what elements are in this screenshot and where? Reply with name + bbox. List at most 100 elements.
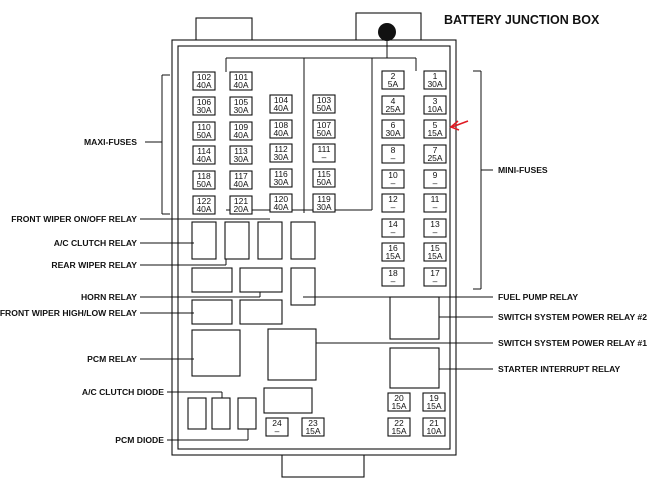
fuse-number: 8 — [391, 145, 396, 155]
fuse-body — [381, 70, 405, 90]
fuse-rating: – — [391, 227, 396, 237]
relay-fuel-pump — [290, 267, 316, 306]
fuse-rating: 50A — [316, 128, 331, 138]
fuse-body — [269, 143, 293, 163]
fuse-body — [192, 170, 216, 190]
relay-front-wiper-highlow — [239, 299, 283, 325]
label-rear-wiper-relay: REAR WIPER RELAY — [51, 260, 137, 270]
fuse-body — [312, 119, 336, 139]
diode-pcm — [237, 397, 257, 430]
label-horn-relay: HORN RELAY — [81, 292, 137, 302]
leader-lines — [140, 218, 493, 441]
fuse-number: 104 — [274, 95, 288, 105]
fuse-body — [301, 417, 325, 437]
fuse-number: 15 — [430, 243, 440, 253]
fuse-body — [422, 417, 446, 437]
fuse-number: 17 — [430, 268, 440, 278]
label-mini-fuses: MINI-FUSES — [498, 165, 548, 175]
fuse-rating: 30A — [233, 105, 248, 115]
fuse-body — [381, 218, 405, 238]
fuse-rating: 30A — [316, 202, 331, 212]
fuse-rating: 40A — [233, 179, 248, 189]
fuse-rating: 15A — [426, 401, 441, 411]
fuse-number: 116 — [274, 169, 288, 179]
fuse-rating: – — [275, 426, 280, 436]
fuse-rating: 5A — [388, 79, 399, 89]
label-pcm-diode: PCM DIODE — [115, 435, 164, 445]
fuse-number: 24 — [272, 418, 282, 428]
fuse-body — [192, 195, 216, 215]
fuse-body — [381, 95, 405, 115]
relay-switch-system-power-2 — [389, 296, 440, 340]
fuse-number: 122 — [197, 196, 211, 206]
fuse-number: 101 — [234, 72, 248, 82]
fuse-number: 22 — [394, 418, 404, 428]
fuse-body — [423, 95, 447, 115]
fuse-rating: 15A — [427, 251, 442, 261]
fuse-number: 105 — [234, 97, 248, 107]
fuse-number: 11 — [431, 194, 440, 204]
fuse-rating: 40A — [273, 128, 288, 138]
fuse-body — [381, 169, 405, 189]
relay-front-wiper-onoff — [257, 221, 283, 260]
fuse-body — [192, 96, 216, 116]
fuse-body — [381, 242, 405, 262]
fuse-body — [423, 144, 447, 164]
fuse-body — [265, 417, 289, 437]
fuse-rating: 15A — [391, 426, 406, 436]
fuse-number: 12 — [388, 194, 398, 204]
fuse-rating: – — [391, 202, 396, 212]
fuse-rating: 40A — [196, 154, 211, 164]
fuse-8: 8– — [381, 144, 405, 164]
fuse-number: 114 — [197, 146, 211, 156]
label-front-wiper-highlow-relay: FRONT WIPER HIGH/LOW RELAY — [0, 308, 137, 318]
fuse-number: 6 — [391, 120, 396, 130]
relay-starter-interrupt — [389, 347, 440, 389]
fuse-number: 21 — [429, 418, 439, 428]
top-left-tab — [195, 17, 253, 42]
label-front-wiper-onoff-relay: FRONT WIPER ON/OFF RELAY — [11, 214, 137, 224]
fuse-rating: 30A — [427, 79, 442, 89]
fuses: 10240A10140A10630A10530A11050A10940A1144… — [192, 70, 447, 437]
fuse-13: 13– — [423, 218, 447, 238]
fuse-body — [387, 392, 411, 412]
fuse-body — [423, 70, 447, 90]
label-switch-system-power-relay-2: SWITCH SYSTEM POWER RELAY #2 — [498, 312, 647, 322]
relay-right-small — [290, 221, 316, 260]
fuse-rating: 15A — [305, 426, 320, 436]
fuse-rating: – — [433, 276, 438, 286]
mini-fuses-bracket — [473, 70, 493, 290]
fuse-body — [423, 218, 447, 238]
fuse-rating: – — [391, 153, 396, 163]
fuse-number: 102 — [197, 72, 211, 82]
fuse-number: 103 — [317, 95, 331, 105]
fuse-number: 117 — [234, 171, 248, 181]
relay-horn — [239, 267, 283, 293]
fuse-number: 19 — [429, 393, 439, 403]
fuse-11: 11– — [423, 193, 447, 213]
fuse-rating: – — [433, 178, 438, 188]
fuse-rating: 25A — [385, 104, 400, 114]
fuse-body — [269, 193, 293, 213]
fuse-number: 3 — [433, 96, 438, 106]
fuse-rating: 50A — [316, 177, 331, 187]
